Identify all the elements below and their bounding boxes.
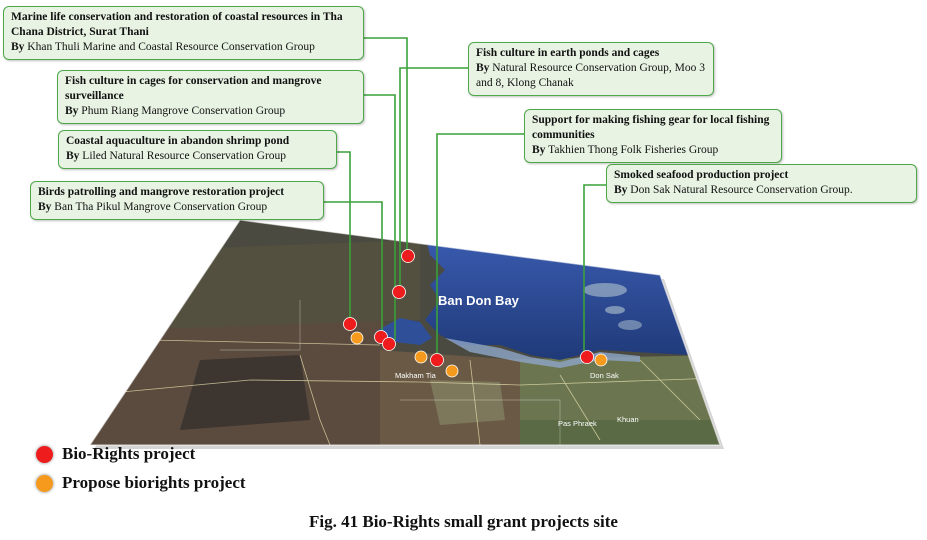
bio-rights-marker (392, 285, 406, 299)
callout-title: Marine life conservation and restoration… (11, 11, 343, 38)
callout-marine-life-conservation: Marine life conservation and restoration… (3, 6, 364, 60)
callout-title: Fish culture in cages for conservation a… (65, 75, 322, 102)
bio-rights-markers (343, 249, 594, 367)
legend-bio-rights: Bio-Rights project (36, 444, 195, 464)
callout-fish-culture-earth-ponds: Fish culture in earth ponds and cages By… (468, 42, 714, 96)
map-plate (90, 220, 720, 445)
proposed-marker (414, 350, 428, 364)
callout-title: Smoked seafood production project (614, 169, 789, 181)
callout-title: Birds patrolling and mangrove restoratio… (38, 186, 285, 198)
proposed-marker (445, 364, 459, 378)
figure-caption: Fig. 41 Bio-Rights small grant projects … (309, 512, 618, 531)
callout-coastal-aquaculture: Coastal aquaculture in abandon shrimp po… (58, 130, 337, 169)
callout-org: By Don Sak Natural Resource Conservation… (614, 184, 853, 196)
callout-org: By Takhien Thong Folk Fisheries Group (532, 144, 719, 156)
legend-label: Propose biorights project (62, 473, 246, 492)
callout-org: By Ban Tha Pikul Mangrove Conservation G… (38, 201, 268, 213)
callout-title: Coastal aquaculture in abandon shrimp po… (66, 135, 290, 147)
proposed-marker (350, 331, 364, 345)
place-label-pas-phraek: Pas Phraek (558, 419, 597, 428)
bio-rights-marker (343, 317, 357, 331)
red-dot-icon (36, 445, 53, 463)
bio-rights-marker (401, 249, 415, 263)
leader-lines (324, 37, 606, 360)
callout-org: By Phum Riang Mangrove Conservation Grou… (65, 105, 286, 117)
callout-title: Fish culture in earth ponds and cages (476, 47, 660, 59)
legend-label: Bio-Rights project (62, 444, 196, 463)
callout-birds-patrolling: Birds patrolling and mangrove restoratio… (30, 181, 324, 220)
place-label-don-sak: Don Sak (590, 371, 619, 380)
callout-org: By Khan Thuli Marine and Coastal Resourc… (11, 41, 315, 53)
bio-rights-marker (382, 337, 396, 351)
callout-fishing-gear-support: Support for making fishing gear for loca… (524, 109, 782, 163)
legend-proposed: Propose biorights project (36, 473, 246, 493)
orange-dot-icon (36, 474, 53, 492)
proposed-marker (594, 353, 608, 367)
callout-title: Support for making fishing gear for loca… (532, 114, 770, 141)
bio-rights-marker (580, 350, 594, 364)
place-label-makham-tia: Makham Tia (395, 371, 437, 380)
place-label-khuan: Khuan (617, 415, 639, 424)
bay-label: Ban Don Bay (438, 293, 520, 308)
callout-org: By Natural Resource Conservation Group, … (476, 62, 706, 89)
callout-smoked-seafood: Smoked seafood production project By Don… (606, 164, 917, 203)
callout-org: By Liled Natural Resource Conservation G… (66, 150, 287, 162)
proposed-markers (350, 331, 608, 378)
bio-rights-marker (430, 353, 444, 367)
callout-fish-culture-cages: Fish culture in cages for conservation a… (57, 70, 364, 124)
